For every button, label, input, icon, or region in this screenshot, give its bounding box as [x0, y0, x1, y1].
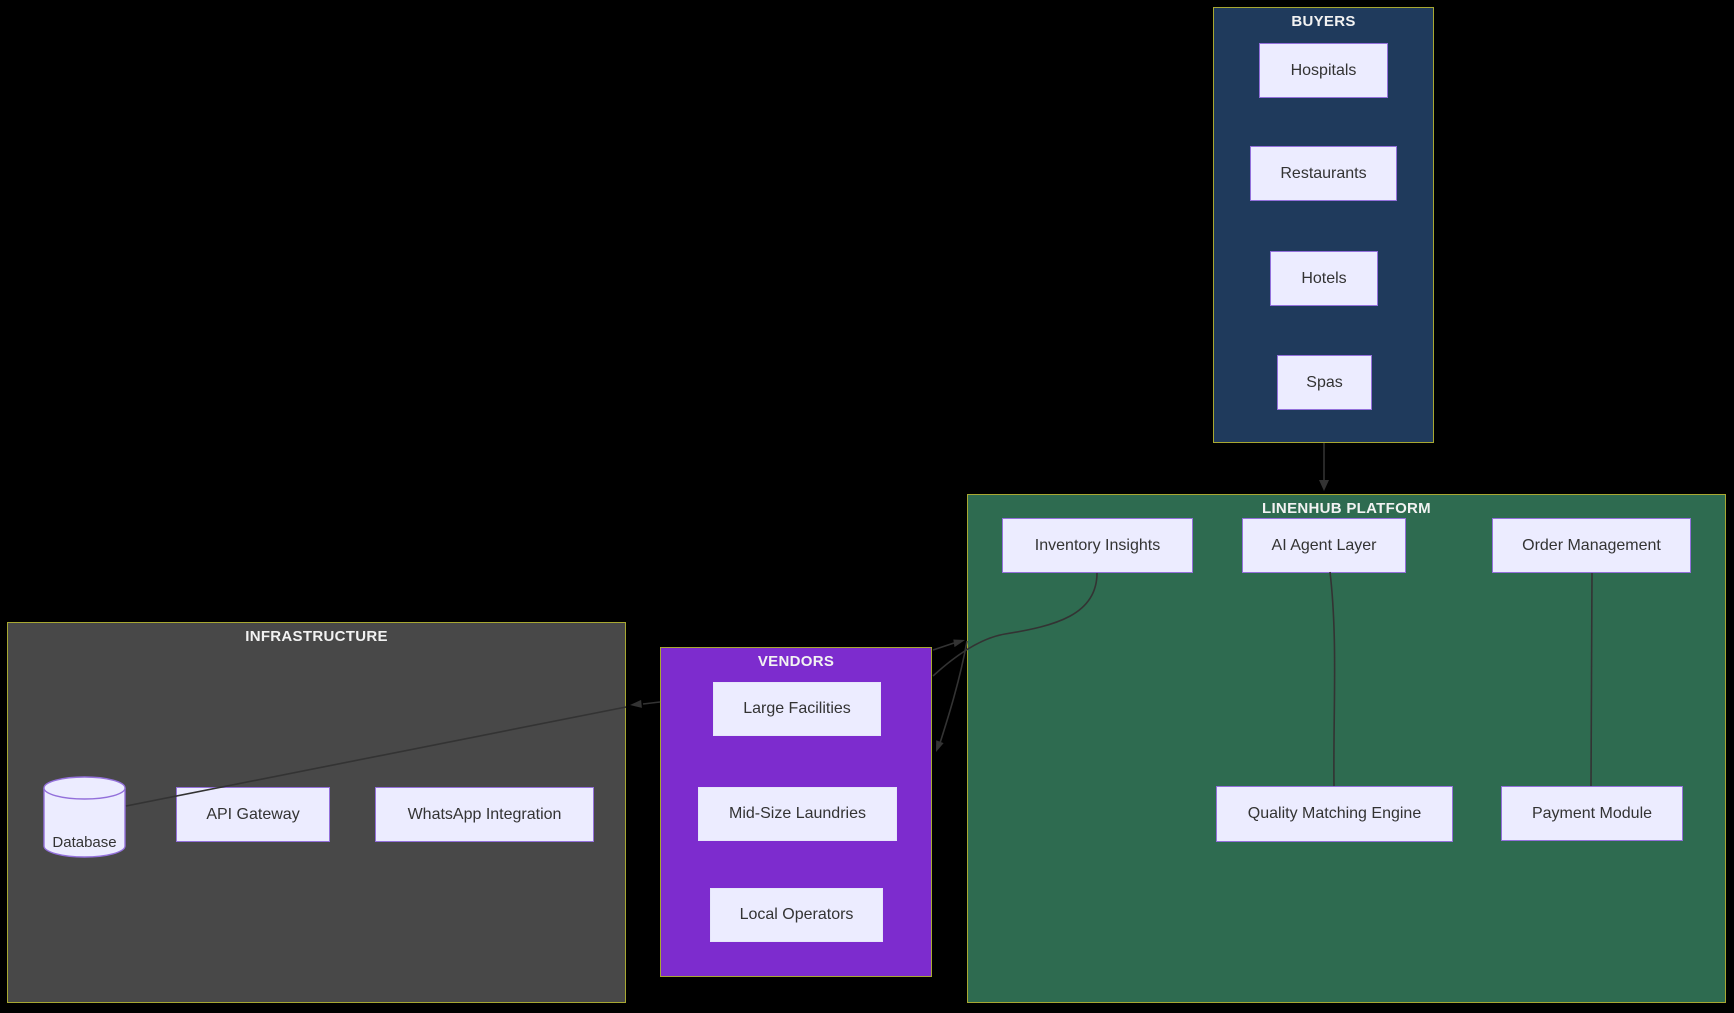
node-local-operators: Local Operators — [710, 888, 883, 942]
node-spas: Spas — [1277, 355, 1372, 410]
node-hotels: Hotels — [1270, 251, 1378, 306]
node-mid-size-laundries: Mid-Size Laundries — [698, 787, 897, 841]
cluster-vendors-title: VENDORS — [757, 653, 835, 670]
cluster-infrastructure-title: INFRASTRUCTURE — [245, 628, 388, 645]
node-order-management: Order Management — [1492, 518, 1691, 573]
edge-platform-to-vendors — [936, 640, 968, 752]
node-database-label: Database — [52, 834, 117, 851]
cluster-platform-title: LINENHUB PLATFORM — [1262, 500, 1431, 517]
edge-buyers-to-platform — [1319, 443, 1329, 491]
node-database — [43, 776, 126, 858]
node-ai-agent-layer: AI Agent Layer — [1242, 518, 1406, 573]
edge-vendors-to-platform — [932, 639, 965, 651]
node-hospitals: Hospitals — [1259, 43, 1388, 98]
node-payment-module: Payment Module — [1501, 786, 1683, 841]
node-whatsapp-integration: WhatsApp Integration — [375, 787, 594, 842]
node-large-facilities: Large Facilities — [713, 682, 881, 736]
node-api-gateway: API Gateway — [176, 787, 330, 842]
node-quality-matching-engine: Quality Matching Engine — [1216, 786, 1453, 842]
node-inventory-insights: Inventory Insights — [1002, 518, 1193, 573]
database-cylinder-icon — [43, 776, 126, 858]
node-restaurants: Restaurants — [1250, 146, 1397, 201]
cluster-buyers-title: BUYERS — [1291, 13, 1356, 30]
